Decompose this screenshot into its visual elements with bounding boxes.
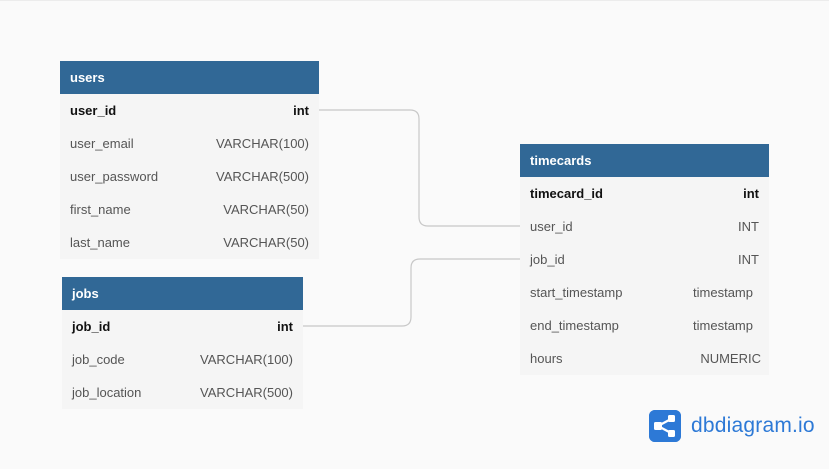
column-type: VARCHAR(500) [200, 385, 293, 400]
column-name: user_id [70, 103, 117, 118]
column-name: user_password [70, 169, 159, 184]
column-type: int [743, 186, 759, 201]
table-row[interactable]: user_id int [60, 94, 319, 127]
column-type: VARCHAR(500) [216, 169, 309, 184]
column-type: VARCHAR(50) [223, 235, 309, 250]
table-row[interactable]: end_timestamp timestamp [520, 309, 769, 342]
column-type: VARCHAR(100) [200, 352, 293, 367]
column-name: user_id [530, 219, 573, 234]
table-row[interactable]: job_id int [62, 310, 303, 343]
table-row[interactable]: job_code VARCHAR(100) [62, 343, 303, 376]
table-row[interactable]: last_name VARCHAR(50) [60, 226, 319, 259]
column-type: INT [738, 252, 759, 267]
column-name: user_email [70, 136, 134, 151]
column-name: first_name [70, 202, 131, 217]
column-type: timestamp [693, 318, 753, 333]
share-nodes-icon [649, 410, 681, 442]
table-row[interactable]: job_id INT [520, 243, 769, 276]
table-row[interactable]: user_id INT [520, 210, 769, 243]
table-row[interactable]: start_timestamp timestamp [520, 276, 769, 309]
column-type: VARCHAR(100) [216, 136, 309, 151]
dbdiagram-logo[interactable]: dbdiagram.io [649, 410, 815, 442]
column-name: last_name [70, 235, 130, 250]
column-name: start_timestamp [530, 285, 623, 300]
connector-users-timecards[interactable] [303, 109, 520, 227]
table-row[interactable]: user_password VARCHAR(500) [60, 160, 319, 193]
column-type: int [293, 103, 309, 118]
column-type: int [277, 319, 293, 334]
table-header-timecards[interactable]: timecards [520, 144, 769, 177]
connector-jobs-timecards[interactable] [303, 258, 520, 327]
column-name: job_location [72, 385, 142, 400]
table-timecards[interactable]: timecards timecard_id int user_id INT jo… [520, 144, 769, 375]
column-name: job_code [72, 352, 125, 367]
table-row[interactable]: user_email VARCHAR(100) [60, 127, 319, 160]
table-row[interactable]: hours NUMERIC [520, 342, 769, 375]
column-type: timestamp [693, 285, 753, 300]
column-type: NUMERIC [700, 351, 761, 366]
logo-text: dbdiagram.io [691, 414, 815, 437]
table-users[interactable]: users user_id int user_email VARCHAR(100… [60, 61, 319, 259]
table-row[interactable]: timecard_id int [520, 177, 769, 210]
column-name: hours [530, 351, 563, 366]
column-name: end_timestamp [530, 318, 619, 333]
table-row[interactable]: job_location VARCHAR(500) [62, 376, 303, 409]
table-row[interactable]: first_name VARCHAR(50) [60, 193, 319, 226]
column-type: INT [738, 219, 759, 234]
column-type: VARCHAR(50) [223, 202, 309, 217]
table-jobs[interactable]: jobs job_id int job_code VARCHAR(100) jo… [62, 277, 303, 409]
column-name: timecard_id [530, 186, 603, 201]
column-name: job_id [530, 252, 565, 267]
column-name: job_id [72, 319, 111, 334]
table-header-jobs[interactable]: jobs [62, 277, 303, 310]
table-header-users[interactable]: users [60, 61, 319, 94]
